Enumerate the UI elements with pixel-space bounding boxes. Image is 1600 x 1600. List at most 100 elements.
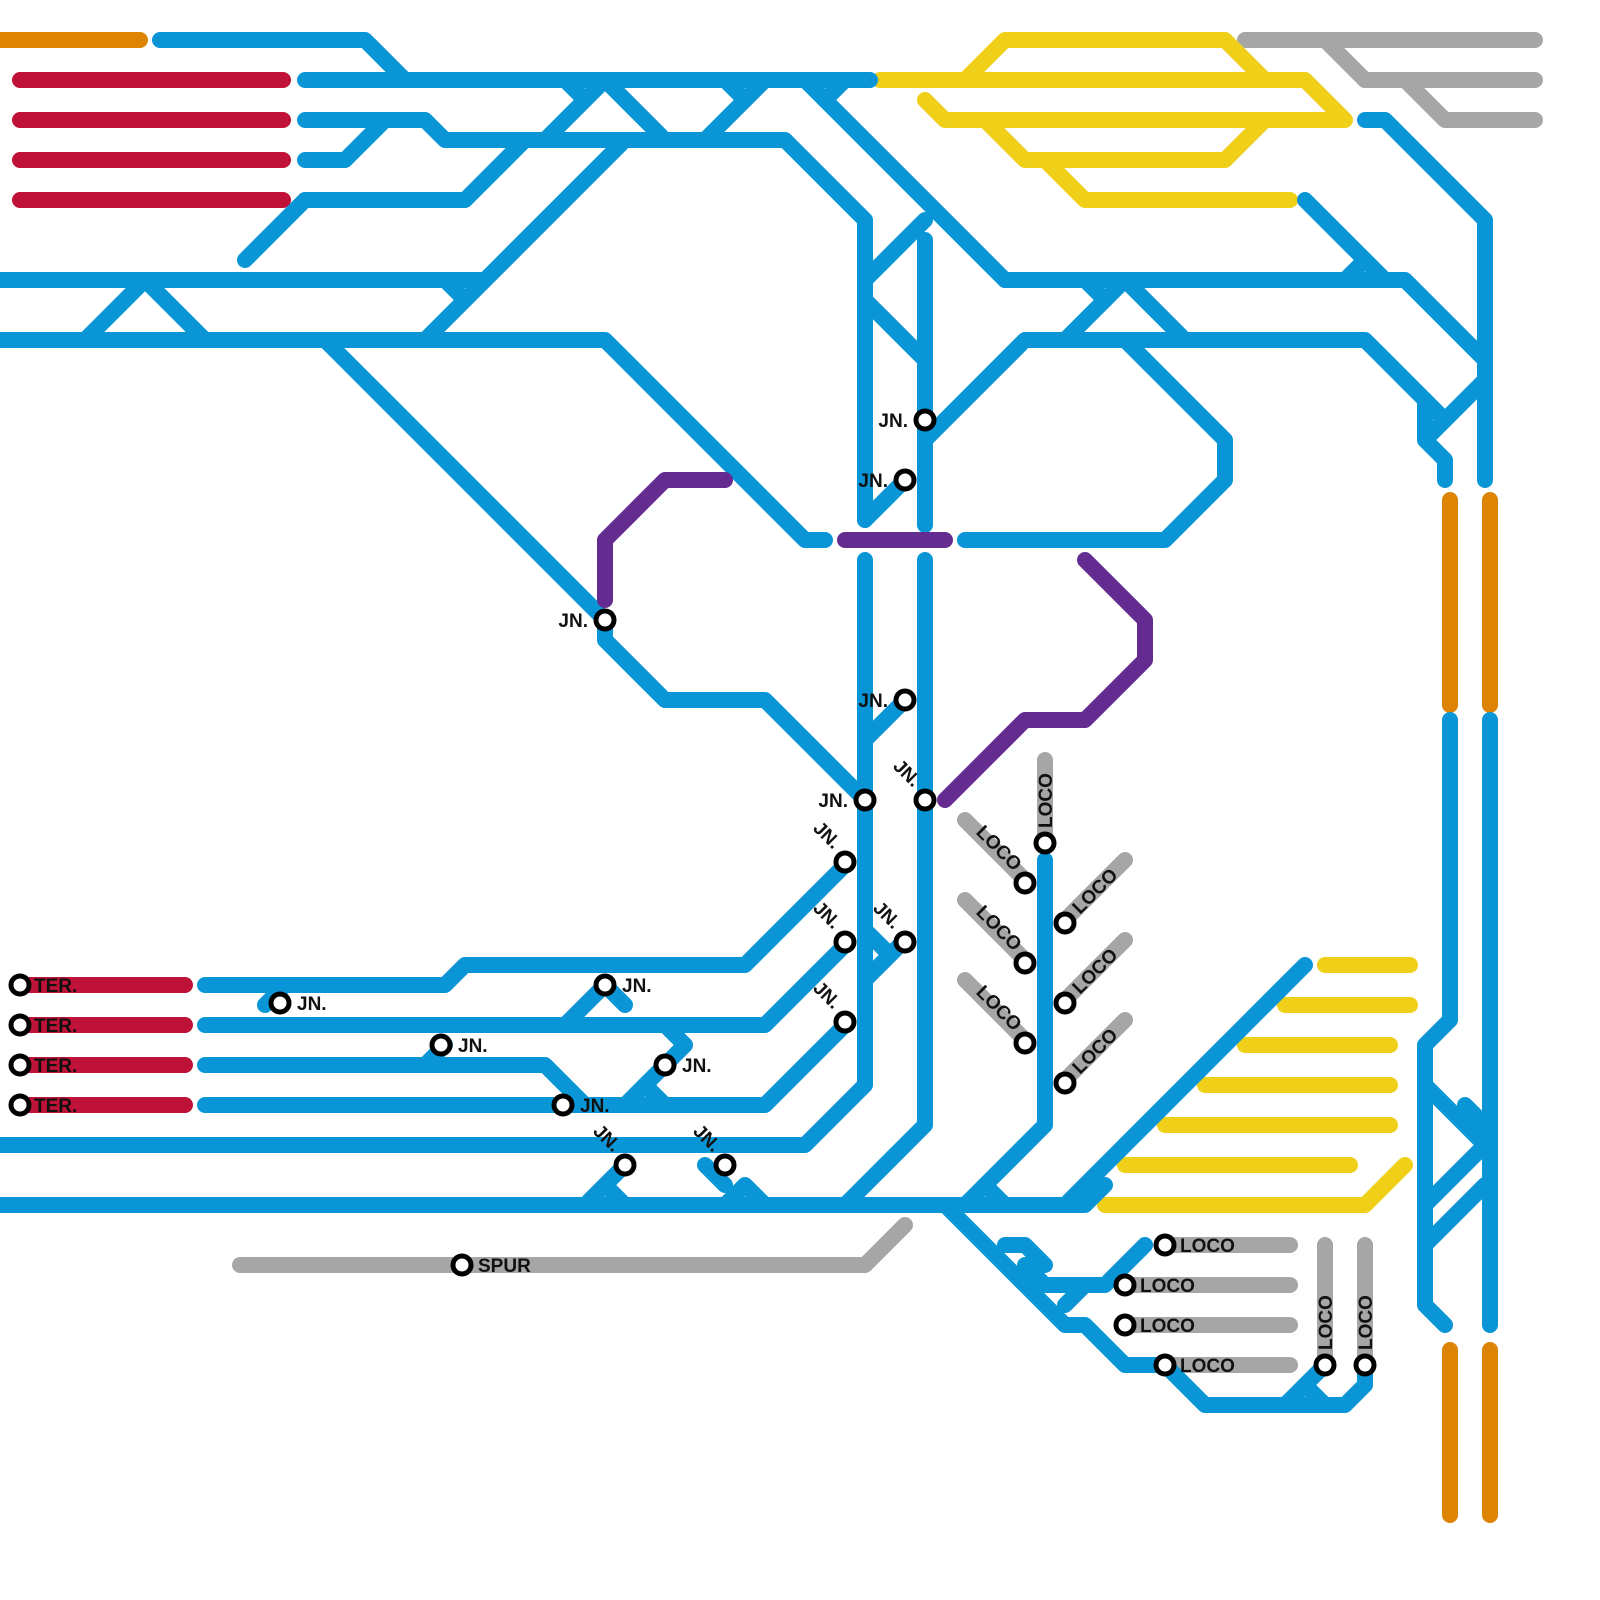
main-s-5	[0, 1185, 1105, 1205]
station-marker[interactable]	[1156, 1356, 1174, 1374]
station-label: JN.	[297, 994, 327, 1015]
station-jn-11[interactable]: JN.	[271, 994, 327, 1015]
station-marker[interactable]	[596, 611, 614, 629]
station-jn-2[interactable]: JN.	[858, 471, 914, 492]
station-loco-7[interactable]: LOCO	[1056, 1025, 1122, 1092]
station-marker[interactable]	[1016, 954, 1034, 972]
station-jn-10[interactable]: JN.	[809, 978, 854, 1031]
station-marker[interactable]	[836, 1013, 854, 1031]
station-jn-7[interactable]: JN.	[809, 818, 854, 871]
station-marker[interactable]	[1156, 1236, 1174, 1254]
station-marker[interactable]	[1356, 1356, 1374, 1374]
station-ter-1[interactable]: TER.	[11, 976, 77, 997]
station-jn-12[interactable]: JN.	[596, 976, 652, 997]
station-marker[interactable]	[656, 1056, 674, 1074]
station-label: JN.	[580, 1096, 610, 1117]
station-marker[interactable]	[1016, 1034, 1034, 1052]
station-marker[interactable]	[11, 1056, 29, 1074]
siding-spur	[240, 1225, 905, 1265]
station-marker[interactable]	[896, 471, 914, 489]
station-marker[interactable]	[11, 1096, 29, 1114]
station-loco-2[interactable]: LOCO	[972, 822, 1034, 892]
station-loco-6[interactable]: LOCO	[1056, 945, 1122, 1012]
station-marker[interactable]	[1056, 1074, 1074, 1092]
main-se-1	[945, 1205, 1365, 1405]
main-trunk-x2	[865, 300, 925, 360]
station-label: LOCO	[1180, 1236, 1235, 1257]
station-jn-14[interactable]: JN.	[656, 1056, 712, 1077]
station-marker[interactable]	[1116, 1316, 1134, 1334]
station-marker[interactable]	[1056, 914, 1074, 932]
station-label: LOCO	[972, 982, 1026, 1036]
station-label: JN.	[809, 818, 845, 854]
station-marker[interactable]	[596, 976, 614, 994]
main-diag-sw	[325, 340, 865, 800]
branch-lines	[0, 40, 1490, 1515]
station-loco-5[interactable]: LOCO	[1056, 865, 1122, 932]
station-loco-10[interactable]: LOCO	[1116, 1316, 1195, 1337]
station-label: TER.	[34, 976, 77, 997]
station-marker[interactable]	[554, 1096, 572, 1114]
station-loco-12[interactable]: LOCO	[1316, 1295, 1337, 1374]
station-ter-3[interactable]: TER.	[11, 1056, 77, 1077]
station-ter-2[interactable]: TER.	[11, 1016, 77, 1037]
station-label: LOCO	[1069, 1025, 1123, 1079]
main-far-e-4	[1425, 1145, 1485, 1245]
station-marker[interactable]	[11, 976, 29, 994]
station-marker[interactable]	[836, 933, 854, 951]
station-jn-3[interactable]: JN.	[558, 611, 614, 632]
station-label: JN.	[858, 471, 888, 492]
station-marker[interactable]	[1116, 1276, 1134, 1294]
station-label: LOCO	[972, 902, 1026, 956]
station-loco-13[interactable]: LOCO	[1356, 1295, 1377, 1374]
station-marker[interactable]	[836, 853, 854, 871]
station-loco-4[interactable]: LOCO	[972, 982, 1034, 1052]
station-loco-1[interactable]: LOCO	[1036, 773, 1057, 852]
connector-west	[605, 480, 725, 600]
station-marker[interactable]	[616, 1156, 634, 1174]
main-nw-8	[0, 340, 825, 540]
station-marker[interactable]	[432, 1036, 450, 1054]
station-label: SPUR	[478, 1256, 531, 1277]
station-label: JN.	[622, 976, 652, 997]
station-marker[interactable]	[1036, 834, 1054, 852]
station-loco-3[interactable]: LOCO	[972, 902, 1034, 972]
station-loco-8[interactable]: LOCO	[1156, 1236, 1235, 1257]
station-marker[interactable]	[1016, 874, 1034, 892]
station-label: LOCO	[1356, 1295, 1377, 1350]
station-jn-8[interactable]: JN.	[809, 898, 854, 951]
station-jn-4[interactable]: JN.	[858, 691, 914, 712]
station-marker[interactable]	[1056, 994, 1074, 1012]
station-label: JN.	[858, 691, 888, 712]
station-jn-1[interactable]: JN.	[878, 411, 934, 432]
station-marker[interactable]	[856, 791, 874, 809]
main-trunk-x1	[865, 220, 925, 280]
station-label: JN.	[818, 791, 848, 812]
station-spur-1[interactable]: SPUR	[453, 1256, 531, 1277]
station-jn-13[interactable]: JN.	[432, 1036, 488, 1057]
station-label: JN.	[558, 611, 588, 632]
station-label: JN.	[682, 1056, 712, 1077]
station-jn-5[interactable]: JN.	[818, 791, 874, 812]
stations: JN. JN. JN. JN. JN. JN. JN. JN.	[11, 411, 1377, 1377]
station-marker[interactable]	[916, 411, 934, 429]
station-marker[interactable]	[716, 1156, 734, 1174]
station-marker[interactable]	[896, 933, 914, 951]
station-marker[interactable]	[896, 691, 914, 709]
main-nw-6	[245, 200, 305, 260]
station-ter-4[interactable]: TER.	[11, 1096, 77, 1117]
station-marker[interactable]	[271, 994, 289, 1012]
station-jn-15[interactable]: JN.	[554, 1096, 610, 1117]
station-loco-9[interactable]: LOCO	[1116, 1276, 1195, 1297]
terminal-tracks	[20, 80, 283, 1105]
station-loco-11[interactable]: LOCO	[1156, 1356, 1235, 1377]
station-marker[interactable]	[453, 1256, 471, 1274]
station-label: LOCO	[1069, 865, 1123, 919]
station-label: TER.	[34, 1096, 77, 1117]
station-marker[interactable]	[11, 1016, 29, 1034]
station-label: JN.	[878, 411, 908, 432]
station-marker[interactable]	[916, 791, 934, 809]
station-label: TER.	[34, 1016, 77, 1037]
station-marker[interactable]	[1316, 1356, 1334, 1374]
